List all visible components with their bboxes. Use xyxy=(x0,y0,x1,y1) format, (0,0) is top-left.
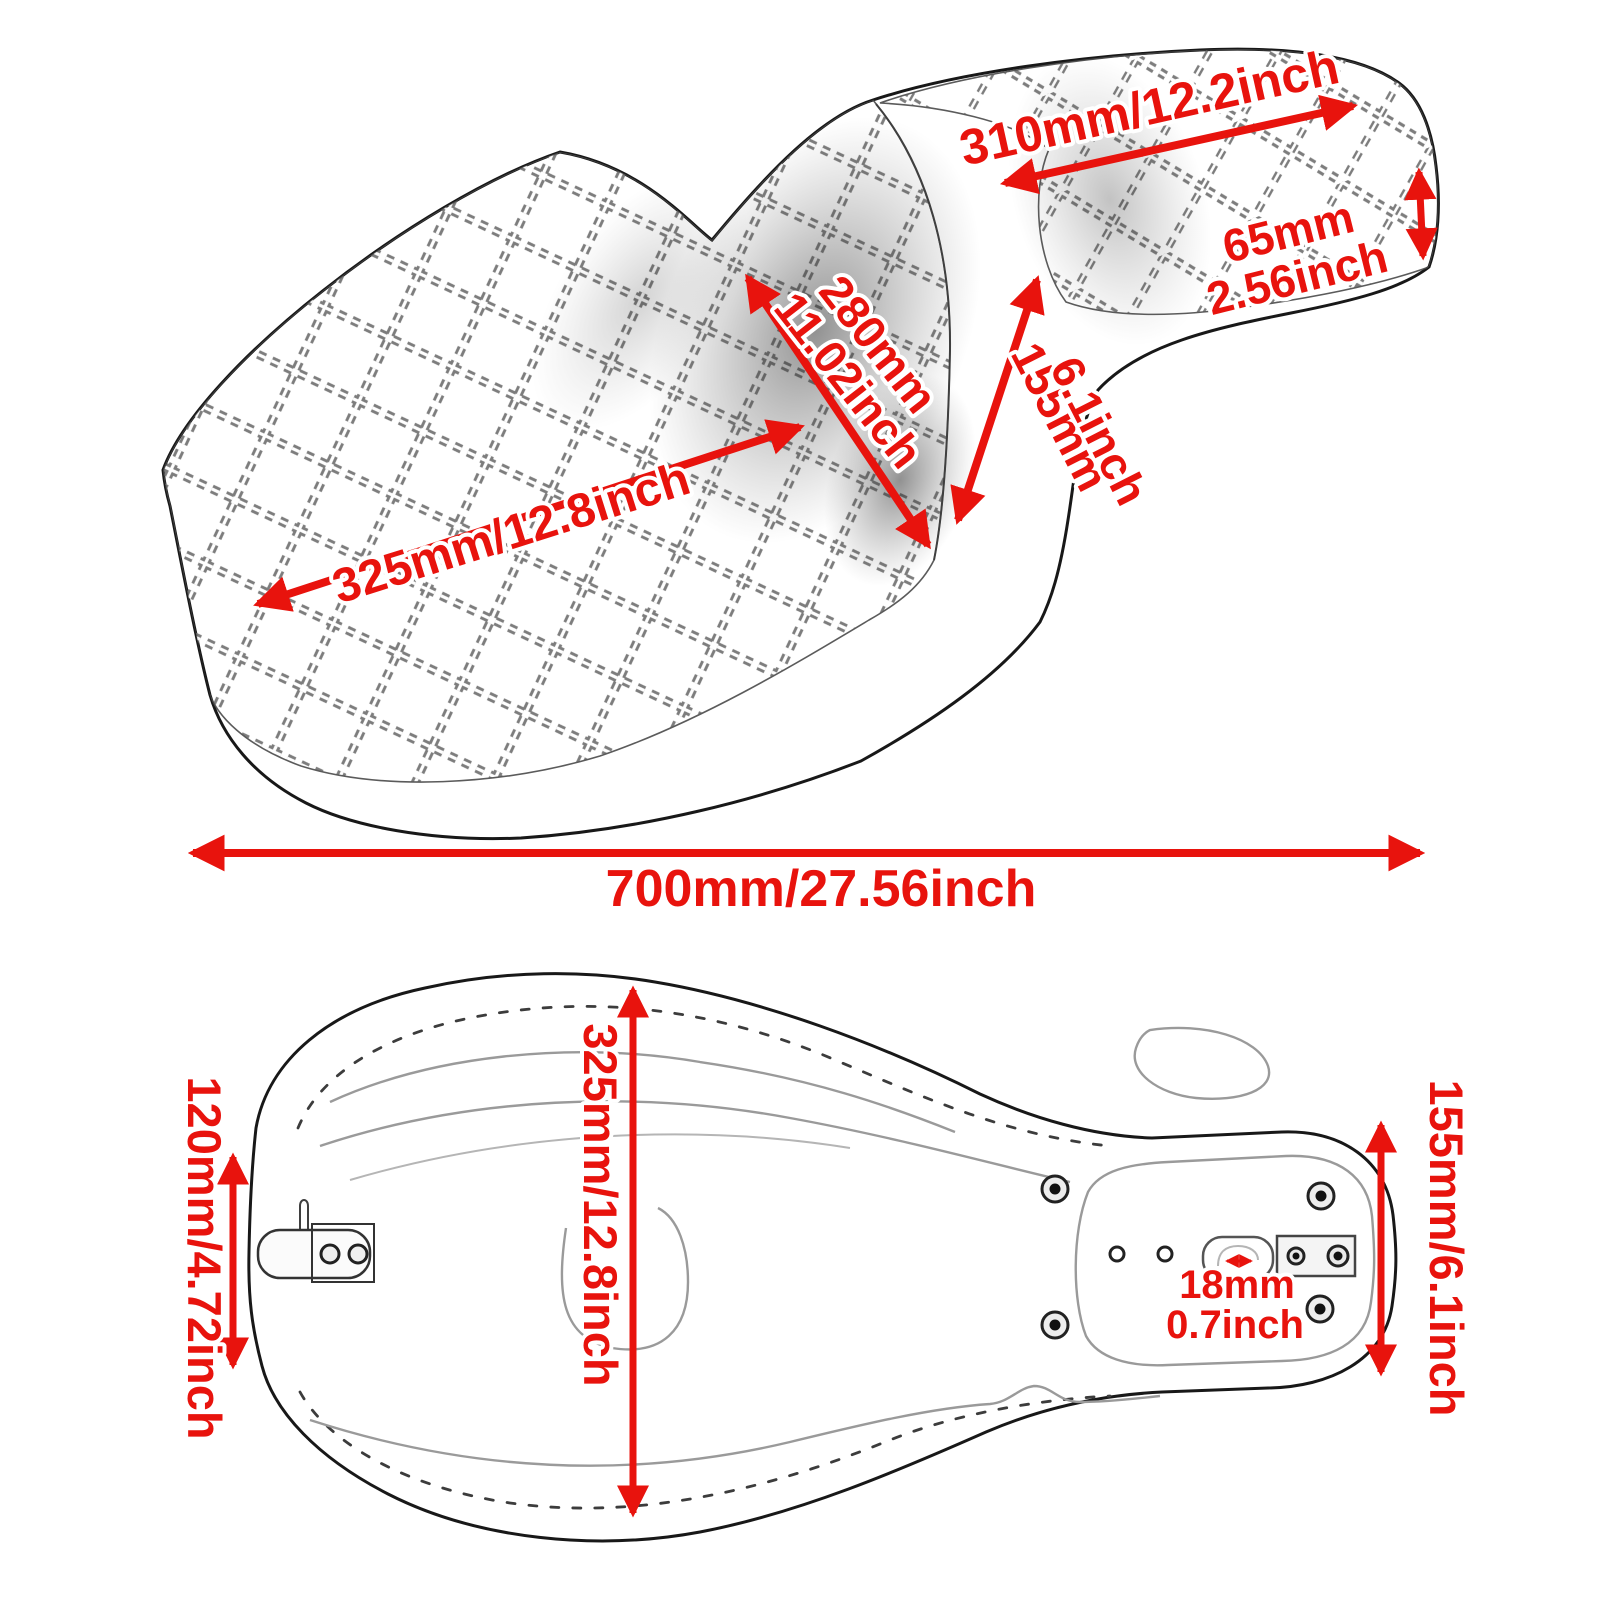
hole-icon xyxy=(1108,1245,1126,1263)
pan-contour-line xyxy=(319,1100,1071,1184)
pan-neck-blob-contour xyxy=(1133,1026,1271,1100)
mounting-bracket xyxy=(256,1199,375,1283)
backrest-ridge-seam xyxy=(875,103,952,561)
bracket-pin xyxy=(299,1199,309,1230)
nose-hardware xyxy=(1040,1174,1357,1340)
hole-icon xyxy=(1156,1245,1174,1263)
pan-contour-wavy-line xyxy=(309,1384,1161,1467)
dim-label-slot-mm: 18mm xyxy=(1179,1263,1295,1307)
seat-bottom-view-illustration xyxy=(247,972,1398,1543)
slot-inner-arc xyxy=(1217,1244,1259,1267)
front-hump-shading xyxy=(531,168,749,432)
screw-center xyxy=(1314,1303,1326,1315)
bottom-view-dimensions: 120mm/4.72inch 325mm/12.8inch 18mm 0.7in… xyxy=(174,985,1477,1518)
dimension-arrow-icon xyxy=(950,275,1045,525)
seat-pan-outline xyxy=(247,972,1398,1543)
pan-u-shaped-rib xyxy=(560,1206,690,1351)
dimension-overall-length: 700mm/27.56inch xyxy=(187,834,1426,922)
dim-label-front-height: 155mm/6.1inch xyxy=(1420,1079,1473,1416)
screw-center xyxy=(1333,1251,1343,1261)
bracket-pill xyxy=(256,1228,372,1280)
dimension-arrow-icon xyxy=(999,94,1359,195)
dimension-front-height: 155mm/6.1inch xyxy=(1364,1075,1477,1421)
dim-label-rear-edge-height: 120mm/4.72inch xyxy=(178,1076,231,1439)
dimension-arrow-icon xyxy=(253,419,805,612)
dim-label-overall-length: 700mm/27.56inch xyxy=(606,860,1037,918)
screw-center xyxy=(1049,1319,1061,1331)
dimension-pan-height: 325mm/12.8inch xyxy=(570,985,650,1518)
dimension-arrow-icon xyxy=(744,273,932,550)
dimension-rear-edge-height: 120mm/4.72inch xyxy=(174,1072,250,1444)
pan-rim-stitching-top xyxy=(296,1005,1112,1148)
screw-center xyxy=(1315,1190,1327,1202)
bracket-plate xyxy=(311,1223,375,1283)
screw-center xyxy=(1292,1252,1300,1260)
pan-contour-line xyxy=(329,1051,956,1134)
screw-center xyxy=(1049,1183,1061,1195)
dimension-slot-width: 18mm 0.7inch xyxy=(1162,1254,1308,1351)
dim-label-slot-inch: 0.7inch xyxy=(1166,1303,1304,1347)
pan-contour-line xyxy=(349,1133,851,1181)
screw-icon xyxy=(347,1243,369,1265)
screw-icon xyxy=(319,1243,341,1265)
dim-label-pan-height: 325mm/12.8inch xyxy=(574,1023,627,1386)
dimension-arrow-icon xyxy=(1404,167,1438,261)
seat-top-view-illustration xyxy=(161,47,1440,841)
pan-rim-stitching-bottom xyxy=(298,1390,1112,1510)
